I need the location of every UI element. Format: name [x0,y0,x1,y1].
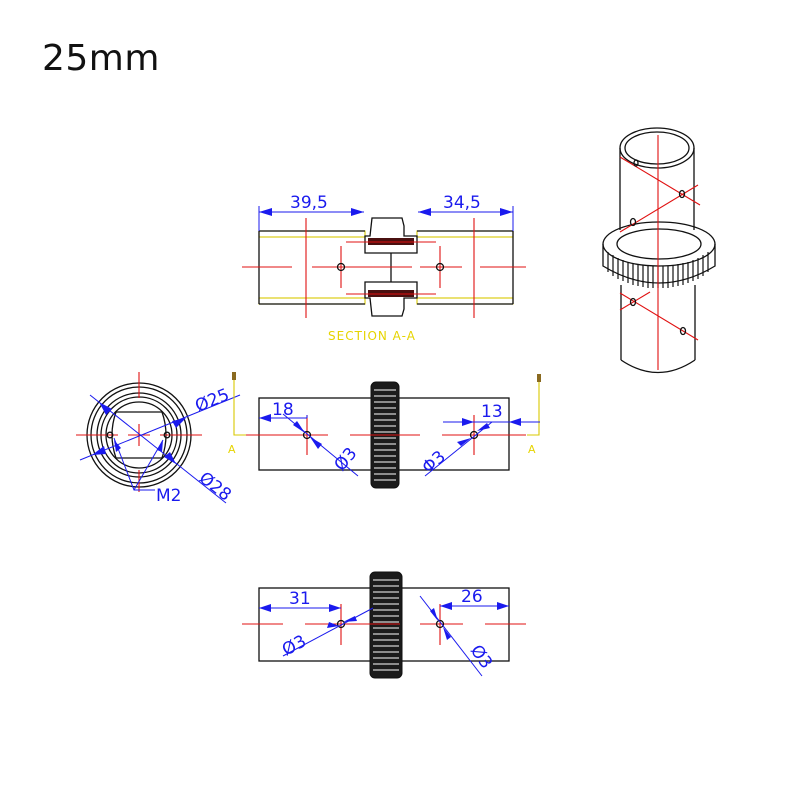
dim-39-5: 39,5 [290,193,328,213]
dim-13: 13 [481,402,503,422]
isometric-view [602,127,716,374]
thread-label-m2: M2 [156,486,181,506]
dim-31: 31 [289,589,311,609]
section-view: 39,5 34,5 SECTION A-A [242,193,526,343]
section-label: SECTION A-A [328,329,416,343]
dim-18: 18 [272,400,294,420]
dim-26: 26 [461,587,483,607]
cut-marker-a-left: A [228,443,236,456]
cut-marker-a-right: A [528,443,536,456]
end-view: Ø25 Ø28 M2 [76,372,241,506]
front-view: A A 18 Ø3 13 Φ3 [228,372,541,489]
dim-diameter-28: Ø28 [195,468,235,505]
dim-34-5: 34,5 [443,193,481,213]
dim-hole-right-bottom: Ø3 [466,641,496,672]
bottom-view: 31 Ø3 26 Ø3 [242,571,526,679]
dim-hole-right: Φ3 [418,447,449,478]
size-title: 25mm [42,38,160,79]
dim-diameter-25: Ø25 [192,385,232,417]
